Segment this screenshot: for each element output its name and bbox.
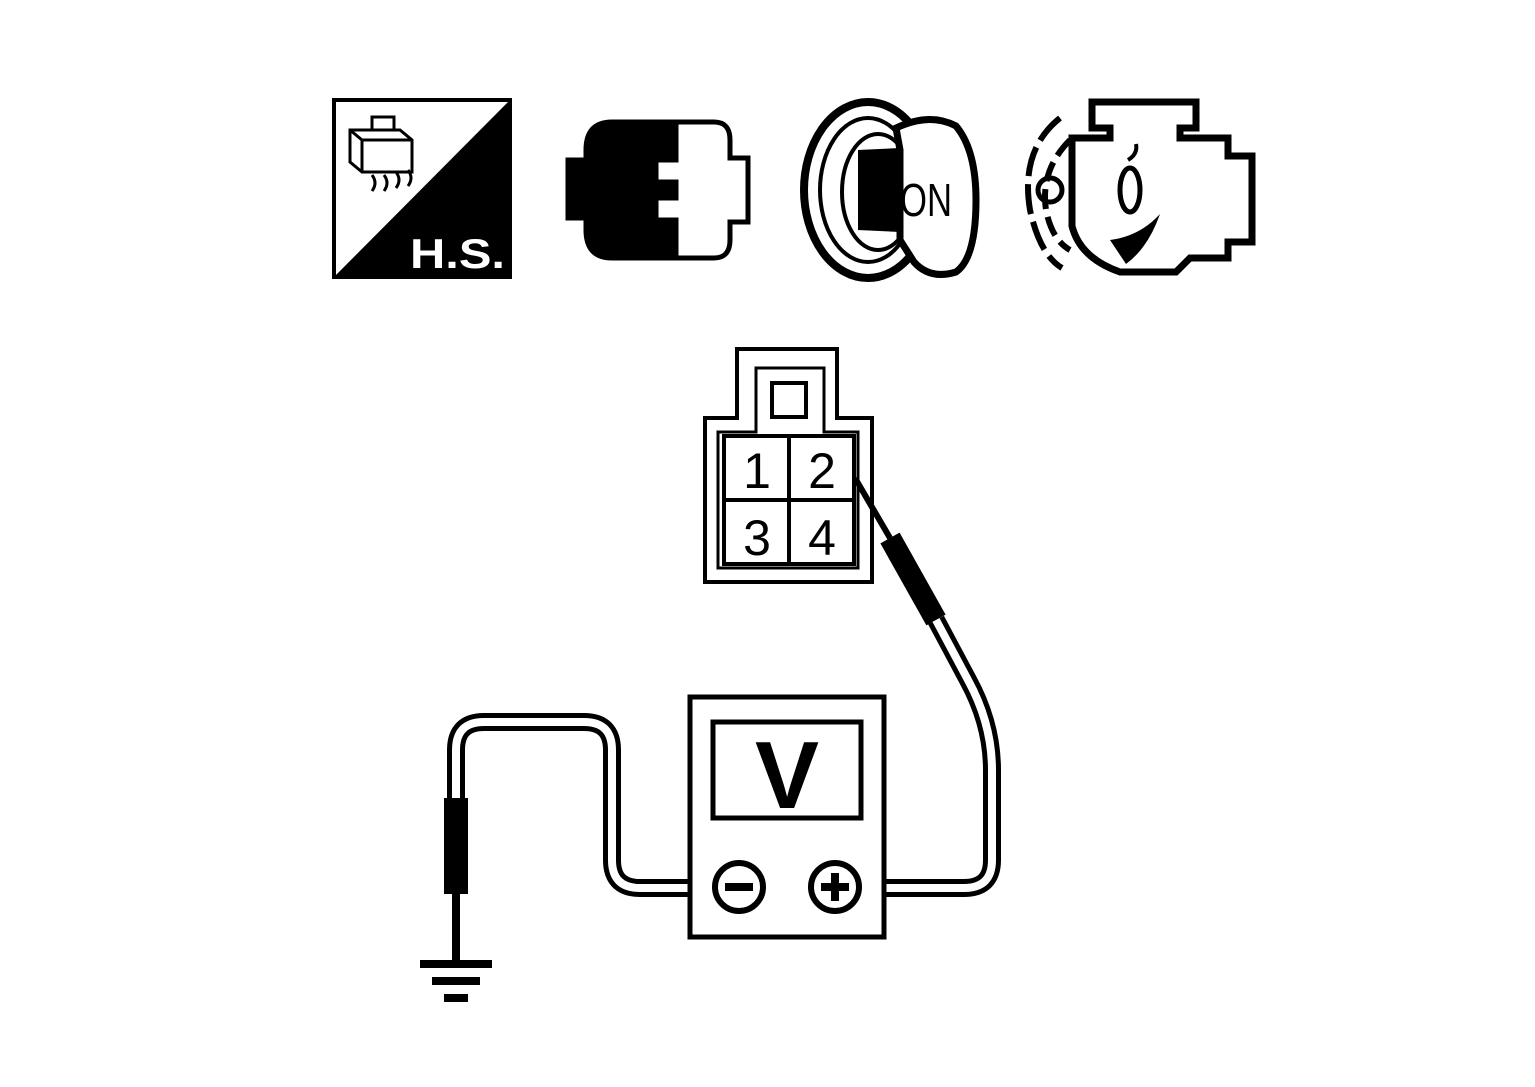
ground-symbol-icon: [420, 960, 492, 1002]
positive-probe-lead: [852, 476, 1001, 897]
pin-3-label: 3: [743, 510, 771, 566]
ignition-on-label: ON: [900, 174, 952, 226]
negative-probe-lead: [444, 713, 708, 962]
connector-disconnect-icon: [565, 119, 751, 261]
positive-terminal-icon: [808, 860, 862, 914]
harness-side-icon: H.S.: [332, 98, 512, 279]
ignition-key-icon: ON: [800, 98, 980, 282]
negative-terminal-icon: [712, 860, 766, 914]
pin-2-label: 2: [808, 443, 836, 499]
voltmeter-icon: V: [687, 694, 887, 940]
connector-4pin-icon: 1 2 3 4: [703, 347, 874, 584]
voltmeter-display-label: V: [755, 722, 819, 829]
pin-1-label: 1: [743, 443, 771, 499]
harness-side-label: H.S.: [410, 230, 505, 277]
pin-4-label: 4: [808, 510, 836, 566]
connector-sketch-icon: [348, 115, 414, 192]
engine-running-icon: [1025, 98, 1256, 276]
